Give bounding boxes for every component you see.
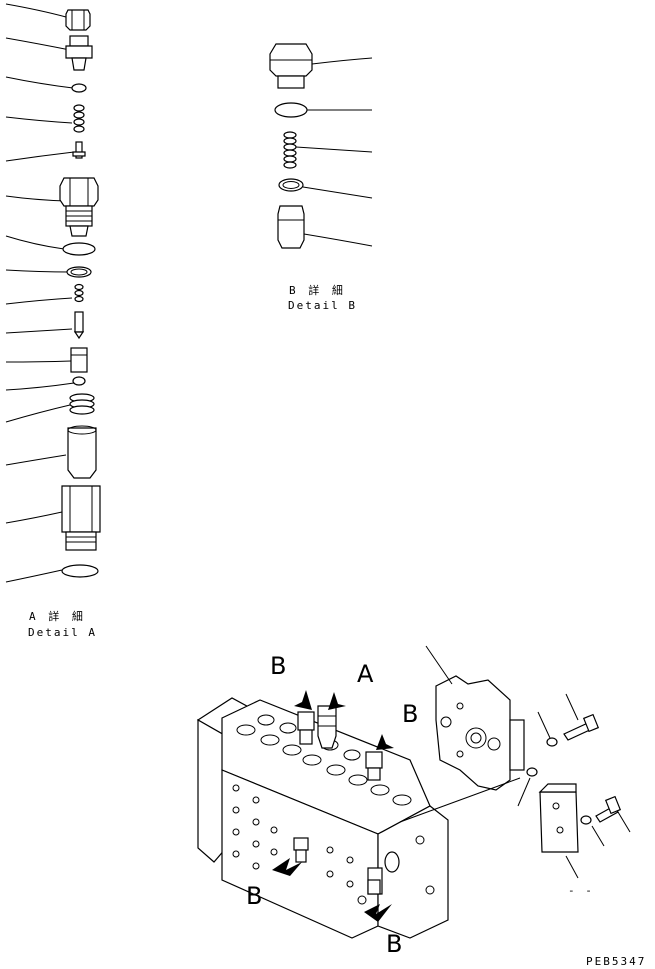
- dash-mark: - -: [568, 884, 594, 897]
- label-a: A: [357, 660, 374, 688]
- detail-a-parts: [59, 9, 101, 578]
- detail-arrows: [272, 686, 402, 922]
- detail-a-leader-lines: [5, 3, 75, 583]
- label-b-bottom-right: B: [386, 930, 403, 958]
- bolts-washers: [517, 693, 631, 879]
- detail-b-parts: [269, 43, 313, 249]
- drawing-code: PEB5347: [586, 955, 647, 968]
- cover-plate: [399, 645, 525, 823]
- label-b-bottom-left: B: [246, 882, 263, 910]
- label-b-top-left: B: [270, 652, 287, 680]
- detail-a-subtitle: Detail A: [28, 626, 97, 639]
- label-b-top-right: B: [402, 700, 419, 728]
- detail-b-title: B 詳 細: [289, 284, 346, 297]
- detail-a-title: A 詳 細: [29, 610, 86, 623]
- detail-b-subtitle: Detail B: [288, 299, 357, 312]
- detail-b-leader-lines: [295, 57, 373, 247]
